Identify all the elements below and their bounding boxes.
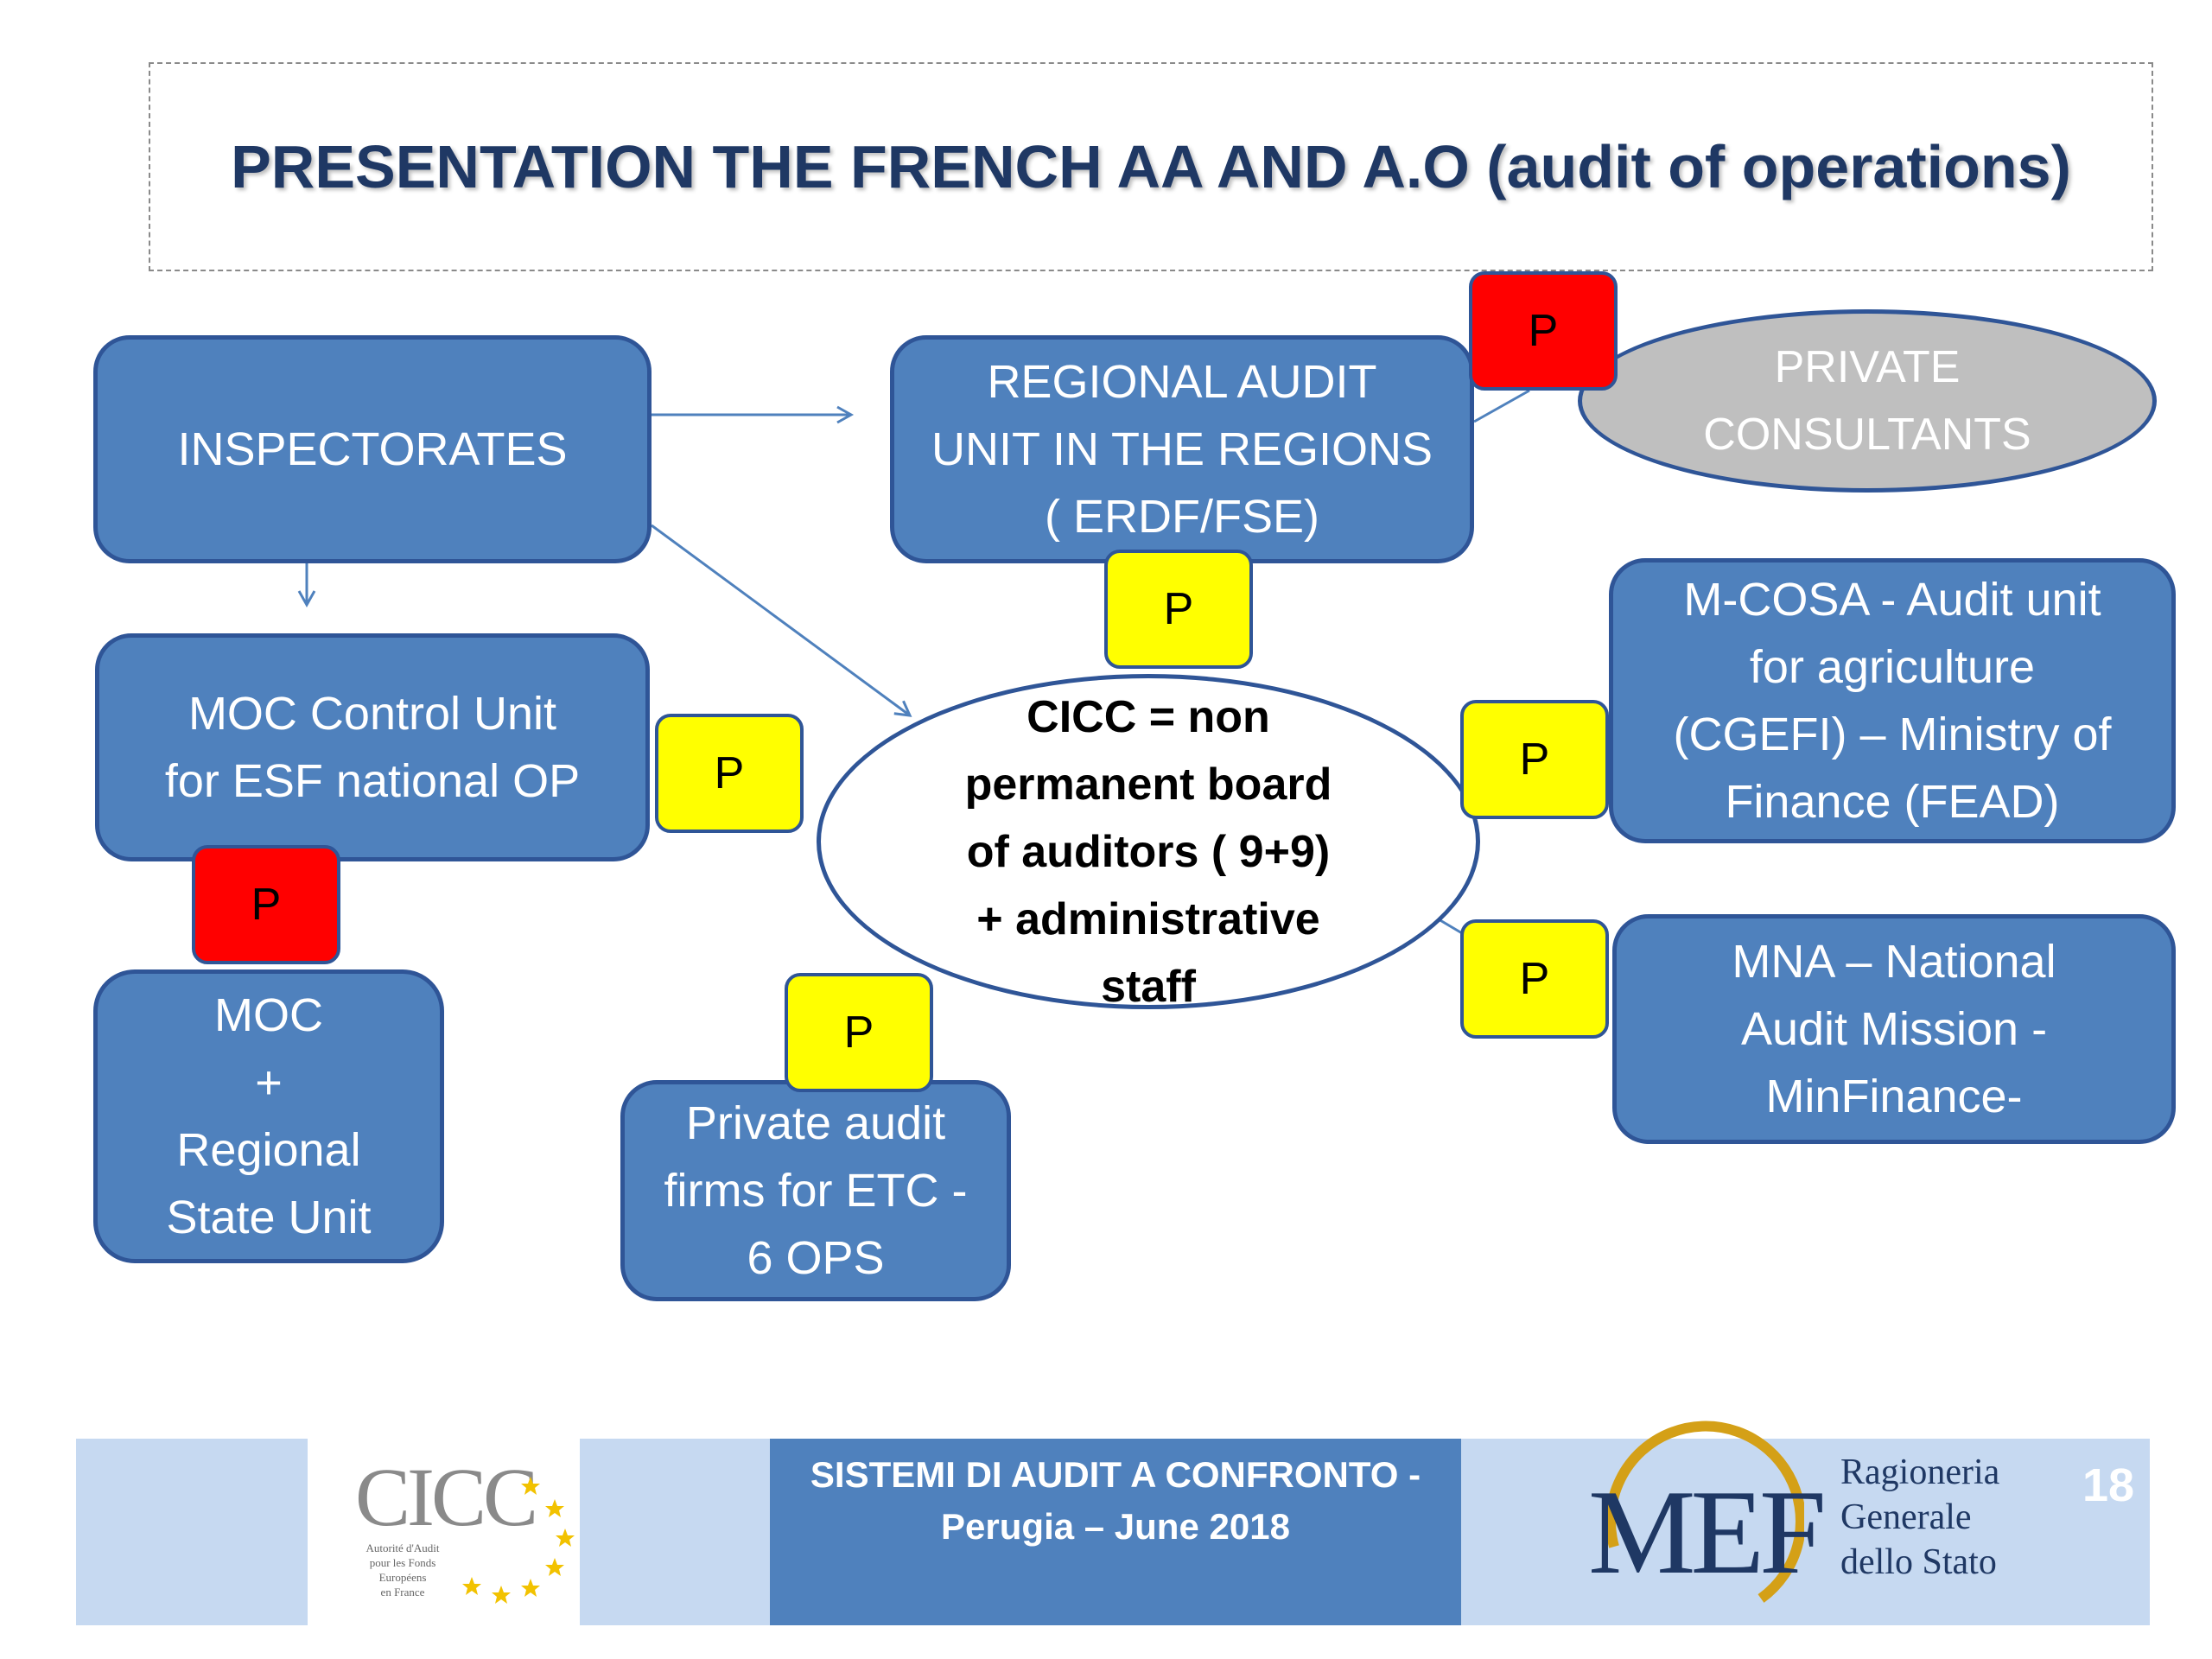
moc-control-unit-box: MOC Control Unit for ESF national OP xyxy=(95,633,650,861)
arrow-inspectorates-to-cicc xyxy=(651,524,912,717)
eu-stars-icon xyxy=(462,1477,575,1604)
p-badge-moc-control-yellow: P xyxy=(655,714,804,833)
mef-logo-arc-icon xyxy=(1605,1421,1804,1603)
cicc-logo: CICC Autorité d'Audit pour les Fonds Eur… xyxy=(308,1439,580,1625)
moc-regional-state-box: MOC + Regional State Unit xyxy=(93,969,444,1263)
m-cosa-box: M-COSA - Audit unit for agriculture (CGE… xyxy=(1609,558,2176,843)
ragioneria-generale-label: Ragioneria Generale dello Stato xyxy=(1840,1452,2000,1582)
line-cicc-to-mna xyxy=(1438,918,1463,935)
mef-logo: MEF xyxy=(1588,1465,1827,1599)
title-box: PRESENTATION THE FRENCH AA AND A.O (audi… xyxy=(149,62,2153,271)
cicc-logo-subtitle: Autorité d'Audit pour les Fonds Européen… xyxy=(365,1541,440,1599)
cicc-logo-wordmark: CICC xyxy=(355,1451,538,1543)
p-badge-m-cosa-yellow: P xyxy=(1460,700,1609,819)
slide-title: PRESENTATION THE FRENCH AA AND A.O (audi… xyxy=(231,133,2071,200)
p-badge-regional-yellow: P xyxy=(1104,550,1253,669)
p-badge-moc-regional-red: P xyxy=(192,845,340,964)
p-badge-mna-yellow: P xyxy=(1460,919,1609,1039)
p-badge-private-firms-yellow: P xyxy=(785,973,933,1092)
p-badge-regional-red: P xyxy=(1469,271,1618,391)
footer-strip-right xyxy=(1461,1439,2150,1625)
footer-strip-left xyxy=(76,1439,308,1625)
inspectorates-box: INSPECTORATES xyxy=(93,335,652,563)
cicc-board-oval: CICC = non permanent board of auditors (… xyxy=(817,674,1480,1012)
page-number: 18 xyxy=(2082,1459,2135,1511)
footer-strip-mid-left xyxy=(580,1439,770,1625)
private-audit-firms-box: Private audit firms for ETC - 6 OPS xyxy=(620,1080,1011,1301)
mna-box: MNA – National Audit Mission - MinFinanc… xyxy=(1612,914,2176,1144)
line-regional-to-consultants xyxy=(1473,389,1530,423)
regional-audit-unit-box: REGIONAL AUDIT UNIT IN THE REGIONS ( ERD… xyxy=(890,335,1474,563)
footer-event-label: SISTEMI DI AUDIT A CONFRONTO - Perugia –… xyxy=(770,1439,1461,1625)
private-consultants-oval: PRIVATE CONSULTANTS xyxy=(1578,309,2157,493)
